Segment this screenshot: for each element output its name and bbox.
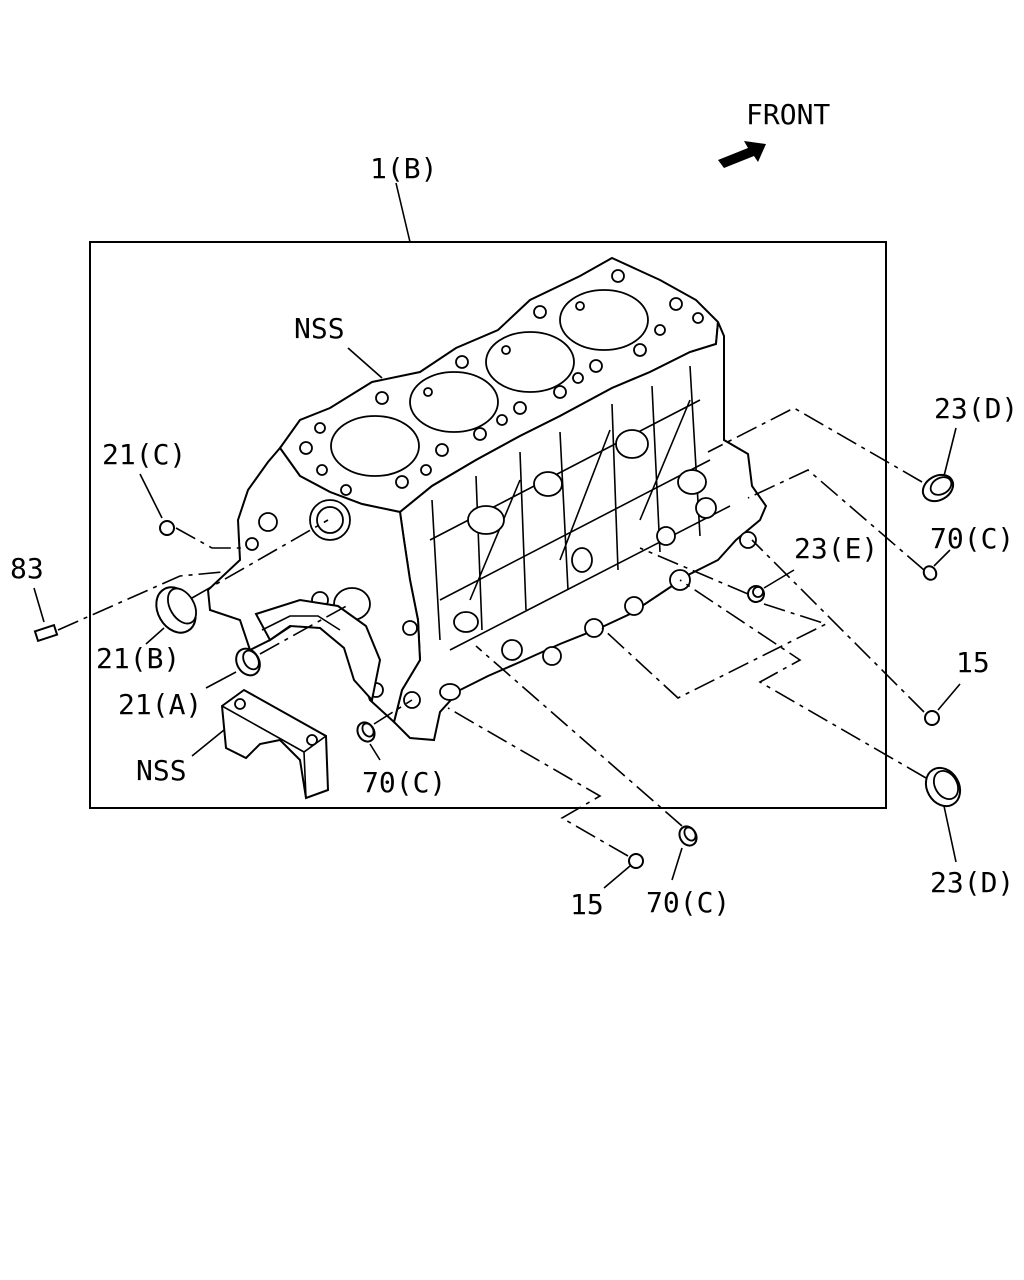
part-70c-bottom-left — [356, 721, 376, 743]
part-15-bottom — [628, 853, 644, 869]
p83-callout: 83 — [10, 552, 44, 585]
part-15-right — [924, 710, 940, 726]
p70c-right-callout: 70(C) — [930, 522, 1014, 555]
main-bearing-cap — [220, 688, 330, 800]
cylinder-bore-1 — [330, 415, 420, 477]
assembly-frame — [89, 241, 887, 809]
p23d-bottom-callout: 23(D) — [930, 866, 1014, 899]
nss-head-callout: NSS — [294, 312, 345, 345]
part-23e — [747, 585, 765, 603]
p21c-callout: 21(C) — [102, 438, 186, 471]
main-bearing-saddle — [254, 598, 382, 703]
front-label: FRONT — [746, 98, 830, 131]
part-70c-right — [922, 565, 938, 581]
cylinder-block — [206, 256, 768, 742]
cylinder-bore-2 — [409, 371, 499, 433]
block-ribs — [429, 365, 731, 651]
cylinder-bore-4 — [559, 289, 649, 351]
cylinder-bore-3 — [485, 331, 575, 393]
p15-bottom-callout: 15 — [570, 888, 604, 921]
nss-cap-callout: NSS — [136, 754, 187, 787]
p21a-callout: 21(A) — [118, 688, 202, 721]
part-21a — [235, 647, 261, 677]
block-callout: 1(B) — [370, 152, 437, 185]
p15-right-callout: 15 — [956, 646, 990, 679]
p23d-top-callout: 23(D) — [934, 392, 1018, 425]
p21b-callout: 21(B) — [96, 642, 180, 675]
part-21c — [159, 520, 175, 536]
front-arrow-icon — [718, 141, 766, 168]
p70c-bottom-callout: 70(C) — [646, 886, 730, 919]
p70c-bottom-left-callout: 70(C) — [362, 766, 446, 799]
part-23d-bottom — [924, 766, 962, 808]
deck-holes — [299, 269, 704, 496]
part-83 — [33, 623, 59, 643]
part-70c-bottom — [678, 825, 698, 847]
p23e-callout: 23(E) — [794, 532, 878, 565]
part-23d-top — [921, 473, 955, 503]
part-21b — [155, 586, 197, 634]
block-leader-line — [395, 182, 411, 243]
